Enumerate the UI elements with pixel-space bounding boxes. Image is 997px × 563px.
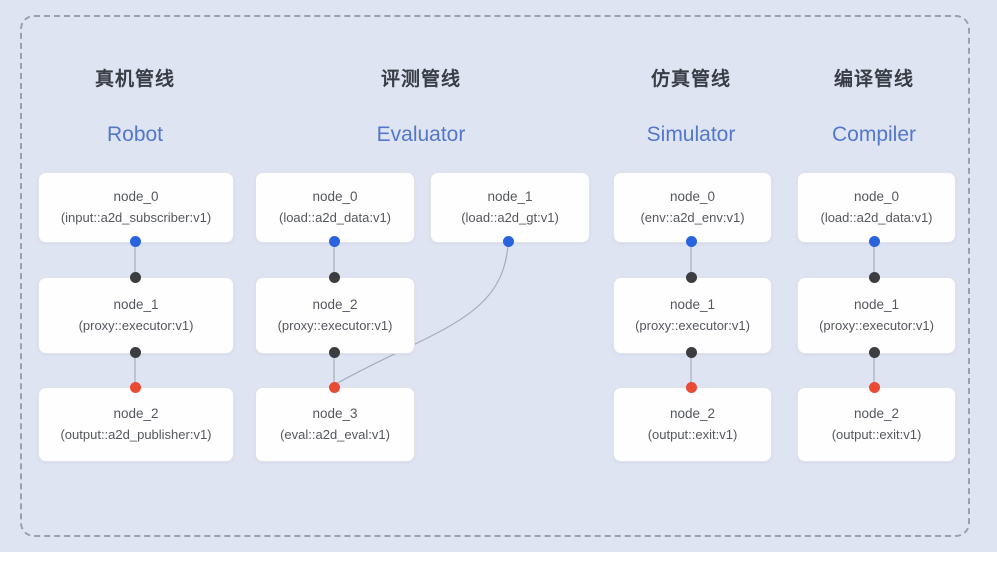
node-box-robot-node2: node_2 (output::a2d_publisher:v1) [38,387,234,462]
pipeline-title-en-compiler: Compiler [831,123,917,146]
node-box-evaluator-node2: node_2 (proxy::executor:v1) [255,277,415,354]
node-name: node_0 [113,189,159,204]
node-type: (proxy::executor:v1) [819,318,934,333]
node-box-evaluator-node1: node_1 (load::a2d_gt:v1) [430,172,590,243]
pipeline-title-en-evaluator: Evaluator [376,123,466,146]
proxy-port-dot-black [129,271,141,283]
node-name: node_2 [853,406,900,421]
node-name: node_1 [487,189,533,204]
node-type: (eval::a2d_eval:v1) [280,427,390,442]
pipeline-title-zh-evaluator: 评测管线 [380,69,461,90]
node-name: node_2 [669,406,716,421]
node-name: node_0 [853,189,900,204]
output-port-dot-blue [868,235,880,247]
node-name: node_2 [113,406,159,421]
node-type: (env::a2d_env:v1) [640,210,745,225]
output-port-dot-blue [502,235,514,247]
proxy-port-dot-black [129,346,141,358]
node-box-simulator-node1: node_1 (proxy::executor:v1) [613,277,772,354]
node-type: (input::a2d_subscriber:v1) [60,210,212,225]
node-name: node_1 [669,297,716,312]
input-port-dot-red [868,381,880,393]
node-box-compiler-node2: node_2 (output::exit:v1) [797,387,956,462]
node-name: node_0 [669,189,716,204]
pipeline-title-zh-simulator: 仿真管线 [650,69,731,90]
input-port-dot-red [328,381,340,393]
bottom-white-strip [0,552,997,563]
proxy-port-dot-black [328,271,340,283]
node-type: (output::a2d_publisher:v1) [60,427,212,442]
node-type: (load::a2d_data:v1) [278,210,392,225]
node-name: node_3 [312,406,358,421]
proxy-port-dot-black [685,346,697,358]
input-port-dot-red [129,381,141,393]
proxy-port-dot-black [685,271,697,283]
node-type: (load::a2d_data:v1) [820,210,933,225]
node-box-compiler-node0: node_0 (load::a2d_data:v1) [797,172,956,243]
proxy-port-dot-black [328,346,340,358]
node-type: (output::exit:v1) [831,427,922,442]
proxy-port-dot-black [868,271,880,283]
pipeline-title-zh-compiler: 编译管线 [833,69,914,90]
node-box-evaluator-node0: node_0 (load::a2d_data:v1) [255,172,415,243]
node-type: (proxy::executor:v1) [277,318,393,333]
node-box-robot-node1: node_1 (proxy::executor:v1) [38,277,234,354]
node-name: node_1 [113,297,159,312]
node-box-simulator-node0: node_0 (env::a2d_env:v1) [613,172,772,243]
node-box-simulator-node2: node_2 (output::exit:v1) [613,387,772,462]
input-port-dot-red [685,381,697,393]
proxy-port-dot-black [868,346,880,358]
node-box-compiler-node1: node_1 (proxy::executor:v1) [797,277,956,354]
node-type: (output::exit:v1) [647,427,738,442]
node-name: node_2 [312,297,358,312]
pipeline-title-zh-robot: 真机管线 [94,69,175,90]
output-port-dot-blue [685,235,697,247]
output-port-dot-blue [328,235,340,247]
node-type: (load::a2d_gt:v1) [461,210,559,225]
node-name: node_1 [853,297,900,312]
node-box-evaluator-node3: node_3 (eval::a2d_eval:v1) [255,387,415,462]
node-type: (proxy::executor:v1) [635,318,750,333]
pipeline-title-en-robot: Robot [106,123,164,146]
node-box-robot-node0: node_0 (input::a2d_subscriber:v1) [38,172,234,243]
node-type: (proxy::executor:v1) [78,318,194,333]
node-name: node_0 [312,189,358,204]
pipeline-group-dashed-frame [20,15,970,537]
pipeline-title-en-simulator: Simulator [646,123,736,146]
output-port-dot-blue [129,235,141,247]
